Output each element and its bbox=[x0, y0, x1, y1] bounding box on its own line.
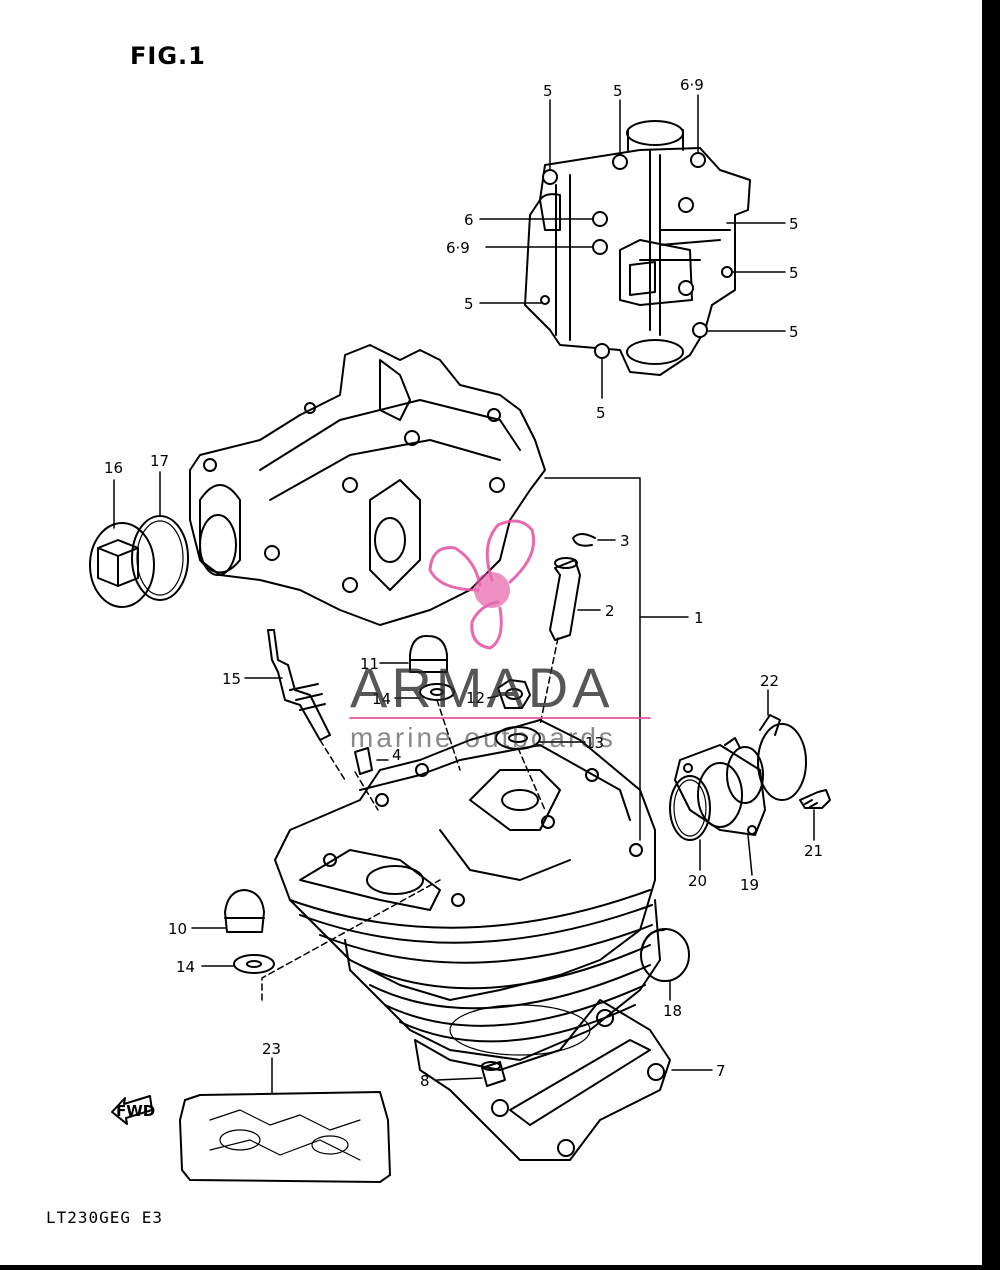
callout-10: 10 bbox=[168, 920, 187, 938]
callout-7: 7 bbox=[716, 1062, 726, 1080]
callout-14: 14 bbox=[372, 690, 391, 708]
callout-2: 2 bbox=[605, 602, 615, 620]
callout-5: 5 bbox=[464, 295, 474, 313]
callout-23: 23 bbox=[262, 1040, 281, 1058]
page-edge-bottom bbox=[0, 1265, 1000, 1270]
callout-12: 12 bbox=[466, 689, 485, 707]
callout-6-9: 6·9 bbox=[446, 239, 470, 257]
callout-6: 6 bbox=[464, 211, 474, 229]
model-code: LT230GEG E3 bbox=[46, 1208, 163, 1227]
watermark-tagline: marine outboards bbox=[350, 722, 616, 753]
watermark-brand: ARMADA bbox=[350, 656, 614, 719]
cylinder-gasket-7 bbox=[414, 999, 671, 1161]
leader-lines bbox=[113, 471, 815, 1094]
cap-nut-11 bbox=[409, 634, 448, 673]
clamp-22 bbox=[757, 714, 807, 801]
callout-11: 11 bbox=[360, 655, 379, 673]
washer-14-lower bbox=[233, 954, 275, 974]
nut-12 bbox=[497, 679, 531, 709]
cylinder-head bbox=[274, 719, 656, 1001]
dowel-pin-4 bbox=[354, 747, 373, 775]
callout-18: 18 bbox=[663, 1002, 682, 1020]
callout-1: 1 bbox=[694, 609, 704, 627]
callout-5: 5 bbox=[789, 215, 799, 233]
callout-5: 5 bbox=[789, 323, 799, 341]
gasket-set-23 bbox=[179, 1091, 391, 1183]
fwd-label: FWD bbox=[116, 1102, 155, 1120]
o-ring-17 bbox=[131, 515, 189, 601]
callout-labels: 1 2 3 4 7 8 10 11 12 13 14 14 15 16 17 1… bbox=[104, 452, 823, 1120]
cap-nut-10 bbox=[224, 889, 265, 933]
inspection-cap-16 bbox=[89, 522, 155, 608]
callout-8: 8 bbox=[420, 1072, 430, 1090]
circlip-3 bbox=[572, 533, 596, 547]
callout-15: 15 bbox=[222, 670, 241, 688]
callout-4: 4 bbox=[392, 746, 402, 764]
callout-22: 22 bbox=[760, 672, 779, 690]
page-edge-right bbox=[982, 0, 1000, 1270]
head-top-view bbox=[524, 120, 751, 376]
callout-6-9: 6·9 bbox=[680, 76, 704, 94]
valve-guide-2 bbox=[549, 557, 581, 641]
screw-21 bbox=[799, 789, 831, 809]
callout-19: 19 bbox=[740, 876, 759, 894]
bolt-holes bbox=[540, 152, 733, 359]
plug-18 bbox=[640, 928, 690, 982]
top-view-labels: 5 5 6·9 6 6·9 5 5 5 5 5 bbox=[446, 76, 799, 422]
callout-21: 21 bbox=[804, 842, 823, 860]
callout-3: 3 bbox=[620, 532, 630, 550]
top-view-leaders bbox=[479, 94, 786, 399]
fwd-arrow-icon bbox=[111, 1095, 153, 1125]
callout-17: 17 bbox=[150, 452, 169, 470]
callout-20: 20 bbox=[688, 872, 707, 890]
o-ring-20 bbox=[669, 775, 711, 841]
figure-title: FIG.1 bbox=[130, 42, 206, 70]
callout-5: 5 bbox=[613, 82, 623, 100]
callout-13: 13 bbox=[585, 734, 604, 752]
cylinder-head-cover bbox=[189, 344, 546, 626]
callout-5: 5 bbox=[543, 82, 553, 100]
watermark-propeller-icon bbox=[349, 519, 651, 719]
callout-16: 16 bbox=[104, 459, 123, 477]
callout-5: 5 bbox=[789, 264, 799, 282]
spark-plug-15 bbox=[267, 629, 331, 741]
intake-pipe-19 bbox=[674, 737, 766, 836]
callout-5: 5 bbox=[596, 404, 606, 422]
callout-14: 14 bbox=[176, 958, 195, 976]
dowel-pin-8 bbox=[481, 1061, 506, 1087]
